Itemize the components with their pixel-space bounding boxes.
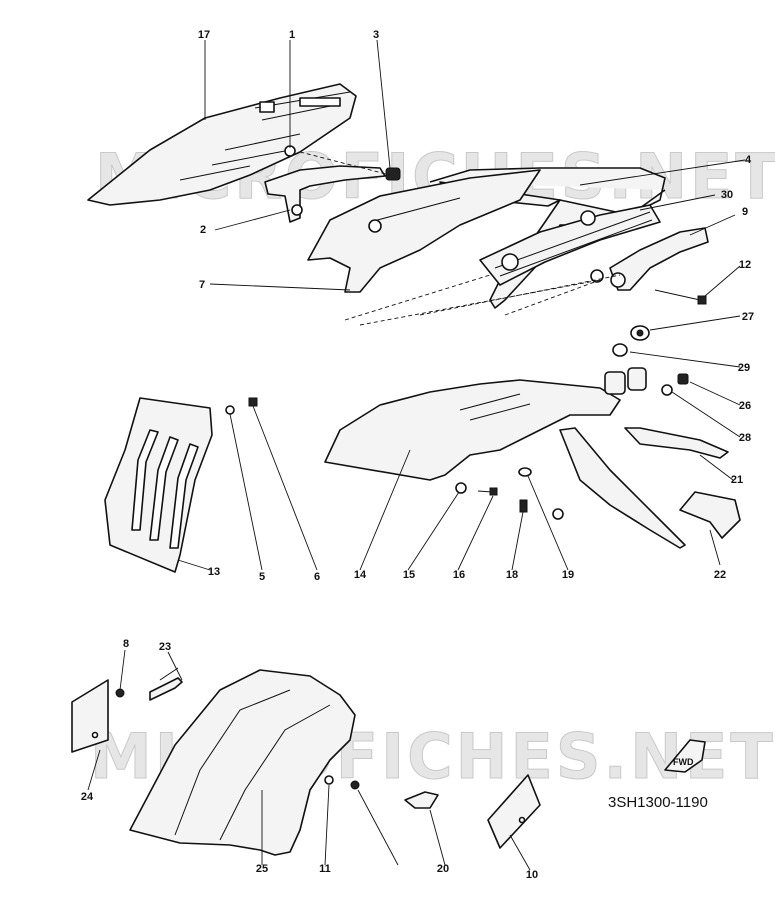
callout-26: 26 bbox=[739, 400, 751, 412]
callout-21: 21 bbox=[731, 474, 743, 486]
callout-18: 18 bbox=[506, 569, 518, 581]
reflector-plate-part-24 bbox=[71, 679, 109, 753]
fwd-arrow-icon: FWD bbox=[664, 739, 706, 773]
tail-bracket-part-21 bbox=[624, 427, 729, 459]
fwd-label: FWD bbox=[673, 757, 694, 767]
callout-20: 20 bbox=[437, 863, 449, 875]
callout-5: 5 bbox=[259, 571, 265, 583]
reflector-plate-part-10 bbox=[487, 774, 541, 849]
callout-8: 8 bbox=[123, 638, 129, 650]
callout-27: 27 bbox=[742, 311, 754, 323]
screw-part-6 bbox=[248, 397, 258, 407]
callout-labels: 1 2 3 4 5 6 7 8 9 10 11 12 13 14 15 16 1… bbox=[81, 29, 754, 881]
bushing-part-27 bbox=[630, 325, 650, 341]
collar-part-28 bbox=[604, 367, 673, 396]
callout-15: 15 bbox=[403, 569, 415, 581]
washer-part-29 bbox=[612, 343, 628, 357]
callout-12: 12 bbox=[739, 259, 751, 271]
bolt-part-8-upper bbox=[115, 688, 125, 698]
diagram-code: 3SH1300-1190 bbox=[608, 794, 708, 811]
rear-frame-cover-part-7 bbox=[307, 169, 541, 293]
callout-9: 9 bbox=[742, 206, 748, 218]
washer-part-11 bbox=[324, 775, 334, 785]
callout-24: 24 bbox=[81, 791, 94, 803]
grab-bar-bracket-part-2 bbox=[264, 165, 386, 223]
bracket-part-22 bbox=[679, 491, 741, 539]
leader-lines bbox=[87, 39, 746, 871]
bolt-part-12 bbox=[654, 289, 707, 305]
callout-7: 7 bbox=[199, 279, 205, 291]
bolt-part-8-lower bbox=[350, 780, 360, 790]
callout-2: 2 bbox=[200, 224, 206, 236]
callout-19: 19 bbox=[562, 569, 574, 581]
mud-flap-part-13 bbox=[104, 397, 213, 573]
grommet-part-26 bbox=[677, 373, 689, 385]
callout-11: 11 bbox=[319, 863, 331, 875]
side-grip-part-30 bbox=[479, 204, 661, 286]
callout-13: 13 bbox=[208, 566, 220, 578]
callout-1: 1 bbox=[289, 29, 295, 41]
nut-part-19 bbox=[518, 467, 564, 520]
callout-6: 6 bbox=[314, 571, 320, 583]
callout-14: 14 bbox=[354, 569, 367, 581]
callout-10: 10 bbox=[526, 869, 538, 881]
callout-22: 22 bbox=[714, 569, 726, 581]
collar-part-3 bbox=[385, 167, 401, 181]
washer-part-15 bbox=[455, 482, 467, 494]
callout-23: 23 bbox=[159, 641, 171, 653]
screw-part-18 bbox=[519, 499, 528, 513]
callout-17: 17 bbox=[198, 29, 210, 41]
grab-bar-part-9 bbox=[590, 227, 709, 291]
callout-16: 16 bbox=[453, 569, 465, 581]
callout-3: 3 bbox=[373, 29, 379, 41]
front-fender-part-25 bbox=[129, 669, 356, 856]
callout-30: 30 bbox=[721, 189, 733, 201]
callout-28: 28 bbox=[739, 432, 751, 444]
bracket-part-20 bbox=[404, 791, 439, 809]
rear-fender-part-14 bbox=[324, 379, 686, 549]
callout-4: 4 bbox=[745, 154, 752, 166]
wire-clip-part-23 bbox=[149, 667, 183, 701]
callout-29: 29 bbox=[738, 362, 750, 374]
bolt-part-16 bbox=[477, 487, 498, 496]
washer-part-5 bbox=[225, 405, 235, 415]
callout-25: 25 bbox=[256, 863, 268, 875]
